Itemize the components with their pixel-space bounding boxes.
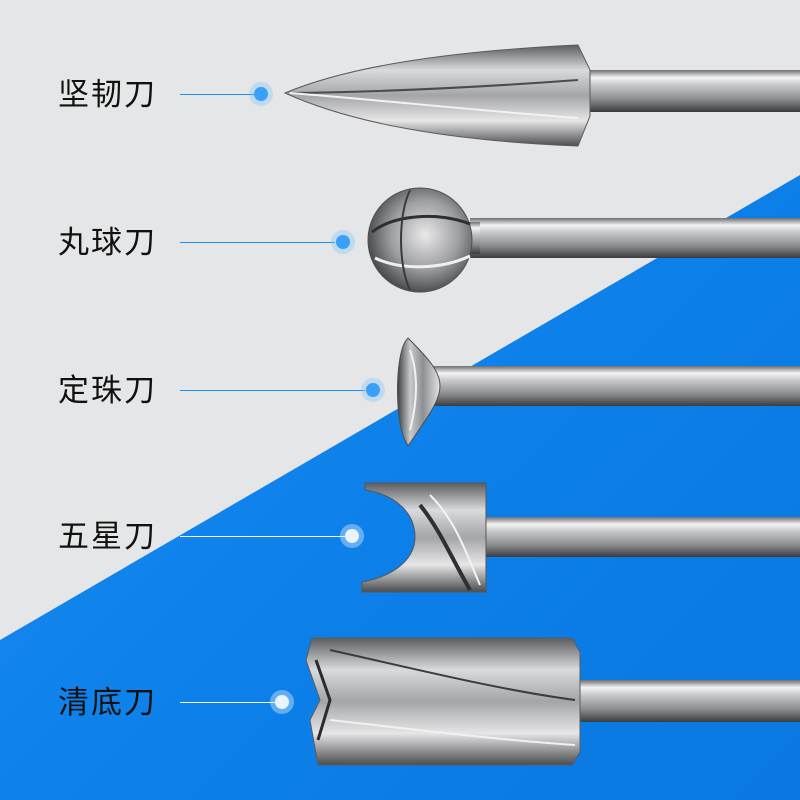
tool-label: 坚韧刀 xyxy=(58,77,157,113)
leader-line xyxy=(180,536,345,537)
marker-dot xyxy=(340,524,364,548)
tool-label: 定珠刀 xyxy=(58,373,157,409)
flat-bottom-cutter-bit xyxy=(305,637,800,766)
marker-dot xyxy=(270,690,294,714)
leader-line xyxy=(180,242,335,243)
leader-line xyxy=(180,94,255,95)
marker-dot xyxy=(361,378,385,402)
marker-dot xyxy=(331,230,355,254)
ball-cutter-bit xyxy=(367,187,800,293)
tool-label: 五星刀 xyxy=(58,519,157,555)
bead-cutter-bit xyxy=(397,337,800,447)
tool-label: 丸球刀 xyxy=(58,225,157,261)
marker-dot xyxy=(249,82,273,106)
pointed-cutter-bit xyxy=(283,44,800,147)
leader-line xyxy=(180,390,365,391)
leader-line xyxy=(180,702,275,703)
star-cutter-bit xyxy=(361,482,800,593)
tool-label: 清底刀 xyxy=(58,685,157,721)
